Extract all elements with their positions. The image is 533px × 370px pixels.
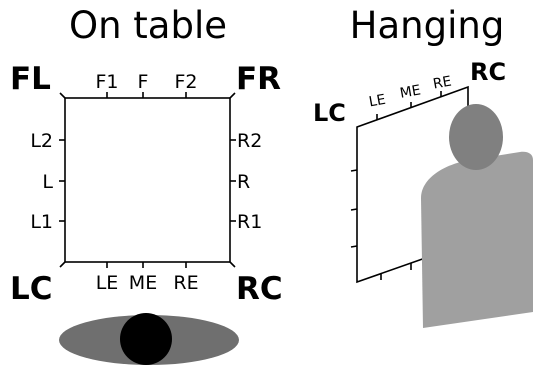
corner-tick-fr (229, 92, 236, 99)
label-bottom-le: LE (96, 272, 119, 294)
corner-tick-lc (59, 261, 66, 268)
tick-left-edge-1 (350, 169, 358, 172)
label-top-f1: F1 (95, 71, 118, 93)
label-hanging-me: ME (399, 82, 422, 101)
person-head-side-view (449, 104, 503, 170)
label-bottom-re: RE (173, 272, 198, 294)
label-top-f: F (138, 71, 149, 93)
label-left-l1: L1 (30, 211, 53, 233)
tick-left-edge-3 (350, 245, 358, 248)
table-square (64, 97, 231, 263)
corner-label-hanging-rc: RC (470, 58, 506, 86)
corner-tick-rc (229, 261, 236, 268)
label-right-r: R (237, 171, 250, 193)
label-left-l: L (42, 171, 53, 193)
hanging-title: Hanging (350, 4, 505, 47)
label-left-l2: L2 (30, 130, 53, 152)
corner-label-fl: FL (10, 61, 51, 97)
label-bottom-me: ME (129, 272, 157, 294)
label-hanging-re: RE (432, 74, 453, 93)
on-table-title: On table (69, 4, 227, 47)
on-table-panel: On table FL FR LC RC F1 F F2 L2 (10, 4, 283, 365)
corner-label-fr: FR (236, 61, 281, 97)
person-body-side-view (421, 151, 533, 328)
tick-left-edge-2 (350, 208, 358, 211)
corner-tick-fl (59, 92, 66, 99)
corner-label-hanging-lc: LC (313, 99, 346, 127)
label-right-r1: R1 (237, 211, 262, 233)
label-hanging-le: LE (368, 92, 387, 111)
label-top-f2: F2 (174, 71, 197, 93)
label-right-r2: R2 (237, 130, 262, 152)
corner-label-lc: LC (10, 271, 53, 307)
hanging-panel: Hanging LE ME RE LC RC (313, 4, 533, 328)
corner-label-rc: RC (236, 271, 283, 307)
person-head-top-view (120, 313, 172, 365)
